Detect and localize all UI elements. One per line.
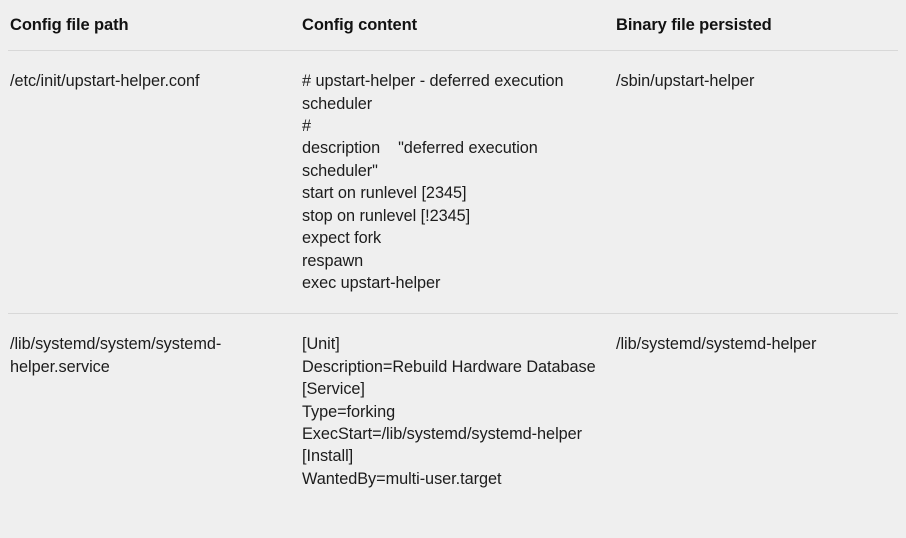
binary-file-path-text: /sbin/upstart-helper	[616, 72, 755, 91]
table-row: /etc/init/upstart-helper.conf # upstart-…	[8, 50, 898, 315]
config-file-path-text: /etc/init/upstart-helper.conf	[10, 72, 200, 91]
binary-file-path-text: /lib/systemd/systemd-helper	[616, 335, 817, 354]
cell-config-content: [Unit] Description=Rebuild Hardware Data…	[300, 314, 614, 509]
column-header-binary-file-persisted: Binary file persisted	[614, 0, 898, 52]
cell-config-file-path: /etc/init/upstart-helper.conf	[8, 50, 300, 315]
cell-config-file-path: /lib/systemd/system/systemd-helper.servi…	[8, 314, 300, 509]
config-content-text: [Unit] Description=Rebuild Hardware Data…	[302, 335, 596, 488]
config-table: Config file path Config content Binary f…	[8, 0, 898, 509]
config-content-text: # upstart-helper - deferred execution sc…	[302, 72, 564, 292]
table-row: /lib/systemd/system/systemd-helper.servi…	[8, 314, 898, 509]
table-header: Config file path Config content Binary f…	[8, 0, 898, 52]
cell-binary-file-persisted: /lib/systemd/systemd-helper	[614, 314, 898, 509]
column-header-config-content: Config content	[300, 0, 614, 52]
cell-config-content: # upstart-helper - deferred execution sc…	[300, 50, 614, 315]
config-file-path-text: /lib/systemd/system/systemd-helper.servi…	[10, 335, 222, 376]
column-header-config-file-path: Config file path	[8, 0, 300, 52]
cell-binary-file-persisted: /sbin/upstart-helper	[614, 50, 898, 315]
table-header-row: Config file path Config content Binary f…	[8, 0, 898, 52]
table-body: /etc/init/upstart-helper.conf # upstart-…	[8, 50, 898, 509]
